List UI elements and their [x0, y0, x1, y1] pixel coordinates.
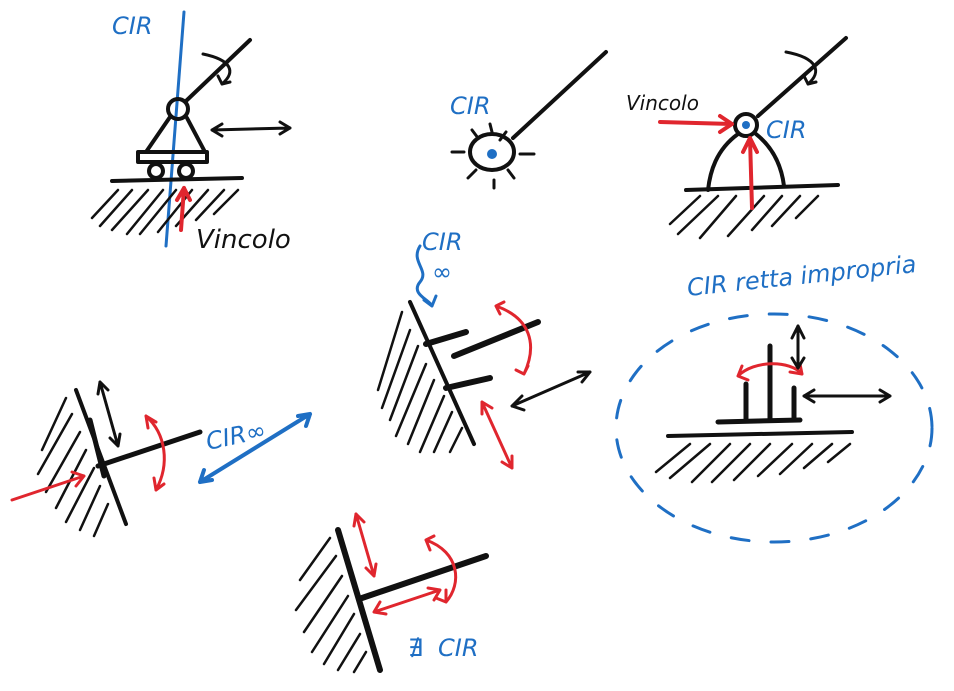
ground-line	[110, 176, 244, 183]
fixed-joint-figure: ∄ CIR	[294, 512, 489, 674]
support-arch	[706, 132, 786, 192]
double-pendulum-cir-label: CIR	[422, 228, 463, 256]
cir-point	[742, 121, 750, 129]
beam	[511, 50, 608, 140]
horizontal-motion-arrow	[372, 586, 442, 616]
hinge-circle	[733, 112, 759, 138]
rotation-arrow	[784, 50, 818, 86]
beam	[184, 38, 252, 103]
roller-vincolo-label: Vincolo	[196, 225, 291, 255]
free-hinge-figure: CIR	[450, 50, 608, 190]
beam	[756, 36, 848, 118]
cir-pointer-arrow	[415, 244, 438, 308]
improper-line-figure: CIR retta impropria	[614, 250, 934, 544]
rotation-arrow	[736, 362, 804, 382]
cir-point	[487, 149, 497, 159]
ground-hinge-vincolo-label: Vincolo	[626, 91, 699, 115]
wall-slider-cir-label: CIR∞	[203, 416, 268, 456]
roller-cir-label: CIR	[112, 12, 153, 40]
cir-direction-arrow	[198, 412, 312, 484]
improper-line-cir-label: CIR retta impropria	[686, 250, 918, 302]
hinge-circle	[468, 132, 516, 172]
wall-slider-figure: CIR∞	[10, 380, 312, 538]
bottom-cir-symbol: ∄	[408, 634, 423, 662]
reaction-arrow-vertical	[741, 136, 759, 210]
vertical-motion-arrow	[790, 324, 806, 370]
rotation-arrow	[144, 414, 166, 492]
rotation-arrow	[201, 52, 232, 86]
roller-wheel-left	[147, 162, 165, 180]
hinge-circle	[166, 97, 190, 121]
horizontal-motion-arrow	[802, 388, 892, 404]
beam	[359, 553, 489, 601]
ground-hatching	[90, 188, 240, 236]
cir-line-vertical	[164, 10, 186, 248]
reaction-arrow	[175, 186, 192, 232]
reaction-arrow	[10, 470, 86, 502]
wall-hatching	[294, 536, 368, 674]
free-ticks	[450, 122, 536, 190]
wall-line	[335, 527, 383, 673]
ground-line	[666, 430, 854, 438]
support-base	[136, 150, 209, 164]
beam	[95, 429, 203, 469]
free-hinge-cir-label: CIR	[450, 92, 491, 120]
ground-line	[684, 183, 840, 192]
vertical-motion-arrow	[352, 512, 378, 578]
ground-hatching	[654, 442, 852, 484]
double-pendulum-infinity-label: ∞	[432, 258, 452, 286]
horizontal-motion-arrow	[210, 120, 292, 138]
wall-line	[408, 300, 476, 446]
roller-wheel-right	[177, 162, 195, 180]
bottom-cir-label: CIR	[438, 634, 479, 662]
wall-hatching	[376, 310, 464, 454]
double-pendulum-figure: CIR ∞	[376, 228, 592, 470]
dashed-cir-circle	[614, 312, 934, 544]
translation-arrow-black	[510, 370, 592, 412]
rotation-arrow	[424, 534, 458, 604]
ground-hinge-figure: Vincolo CIR	[626, 36, 848, 240]
pendulum-links	[423, 329, 493, 391]
ground-hatching	[668, 194, 820, 240]
pendulum-base	[715, 417, 803, 425]
roller-support-figure: CIR Vincolo	[90, 10, 292, 255]
vertical-motion-arrow	[96, 380, 122, 448]
translation-arrow-red	[480, 400, 514, 470]
reaction-arrow-horizontal	[658, 114, 734, 134]
rotation-arrow-upper	[494, 300, 533, 376]
ground-hinge-cir-label: CIR	[766, 116, 807, 144]
